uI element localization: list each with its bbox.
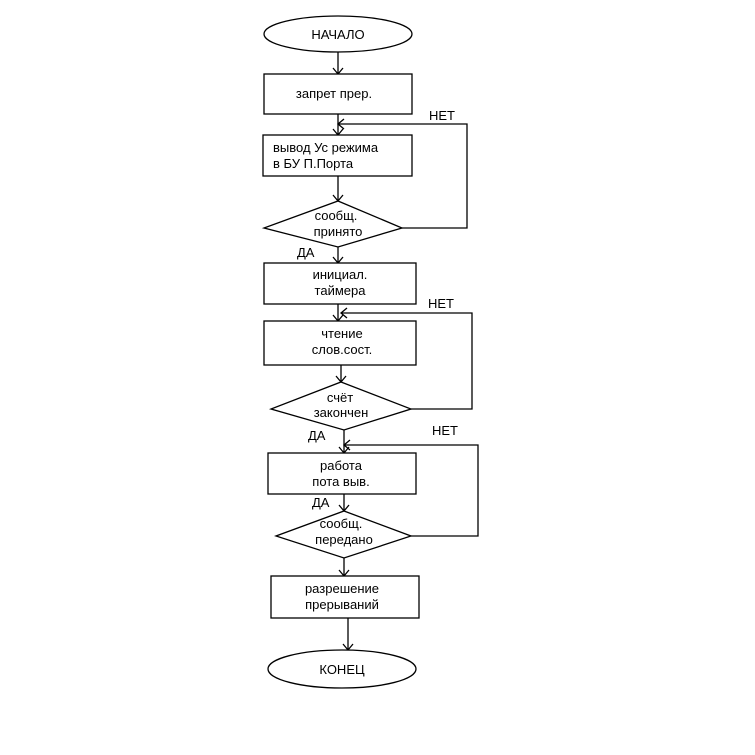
decision2-yes-label: ДА [308, 428, 326, 443]
process-step-4: чтение слов.сост. [263, 320, 417, 366]
step4-line-2: слов.сост. [312, 342, 372, 357]
step3-line-2: таймера [315, 283, 367, 298]
decision1-no-label: НЕТ [429, 108, 455, 123]
connectors [332, 52, 479, 652]
decision-1: сообщ. принято [261, 200, 404, 248]
process-step-3: инициал. таймера [263, 262, 417, 305]
edge-decision3-no-loop [344, 444, 479, 537]
process-step-5: работа пота выв. [267, 452, 417, 495]
decision3-no-label: НЕТ [432, 423, 458, 438]
decision2-line-1: счёт [327, 390, 353, 405]
step2-line-1: вывод Ус режима [273, 140, 379, 155]
end-label: КОНЕЦ [319, 662, 365, 677]
arrowhead [336, 118, 345, 130]
step5-line-2: пота выв. [312, 474, 369, 489]
step1-label: запрет прер. [296, 86, 372, 101]
decision3-yes-label: ДА [312, 495, 330, 510]
step3-line-1: инициал. [313, 267, 368, 282]
step6-line-1: разрешение [305, 581, 379, 596]
step4-line-1: чтение [321, 326, 362, 341]
decision2-line-2: закончен [314, 405, 369, 420]
decision3-line-1: сообщ. [320, 516, 363, 531]
process-step-6: разрешение прерываний [270, 575, 420, 619]
step2-line-2: в БУ П.Порта [273, 156, 354, 171]
arrowhead [342, 439, 351, 451]
step5-line-1: работа [320, 458, 363, 473]
decision2-no-label: НЕТ [428, 296, 454, 311]
step6-line-2: прерываний [305, 597, 379, 612]
end-terminal: КОНЕЦ [267, 649, 417, 689]
start-terminal: НАЧАЛО [263, 15, 413, 53]
decision1-yes-label: ДА [297, 245, 315, 260]
edge-decision2-no-loop [341, 312, 473, 410]
decision1-line-1: сообщ. [315, 208, 358, 223]
arrowhead [339, 307, 348, 319]
start-label: НАЧАЛО [311, 27, 364, 42]
decision-2: счёт закончен [268, 381, 413, 431]
process-step-2: вывод Ус режима в БУ П.Порта [262, 134, 413, 177]
decision-3: сообщ. передано [274, 510, 413, 559]
edge-decision1-no-loop [338, 123, 468, 229]
decision1-line-2: принято [314, 224, 363, 239]
process-step-1: запрет прер. [263, 73, 413, 115]
decision3-line-2: передано [315, 532, 373, 547]
